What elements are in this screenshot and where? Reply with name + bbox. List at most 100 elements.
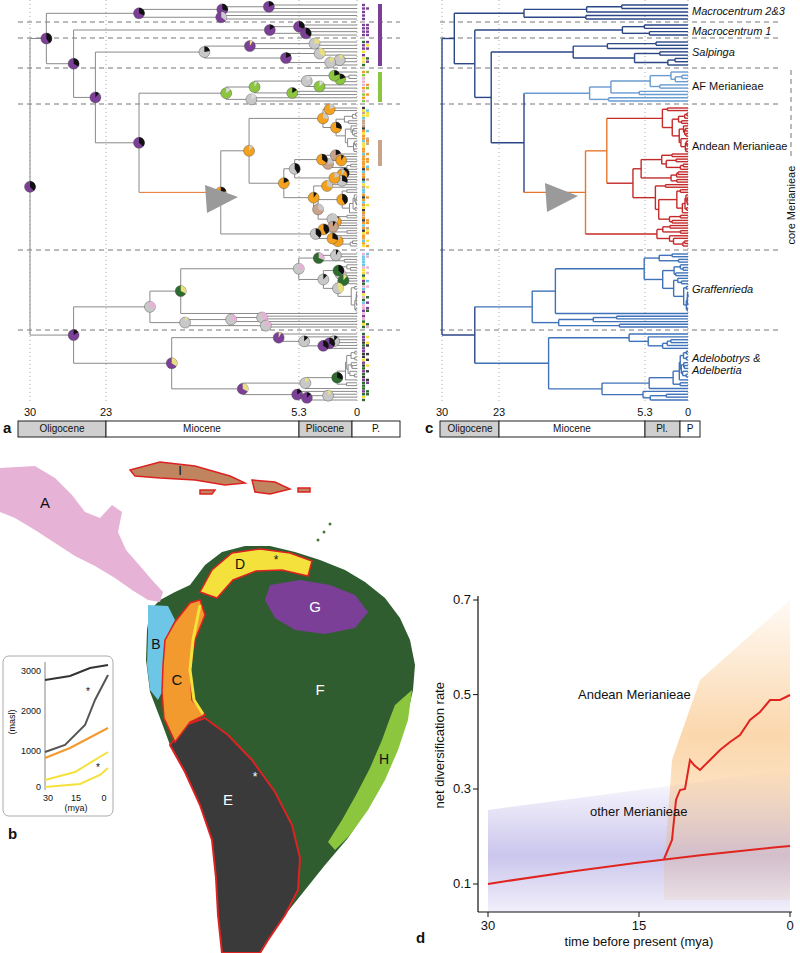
ancestral-pie bbox=[134, 137, 145, 148]
tip-area bbox=[362, 155, 365, 157]
tree-branch bbox=[347, 230, 357, 231]
tip-area bbox=[366, 253, 369, 255]
pie-wedge bbox=[243, 383, 248, 391]
pie-wedge bbox=[334, 70, 339, 76]
ancestral-pie bbox=[332, 372, 343, 383]
tip-area bbox=[362, 217, 365, 219]
tip-area bbox=[362, 291, 365, 293]
tree-branch bbox=[683, 267, 688, 268]
tree-branch bbox=[687, 199, 689, 200]
pie-wedge bbox=[320, 48, 325, 57]
tree-branch bbox=[622, 8, 688, 9]
tip-area bbox=[362, 301, 365, 303]
tree-branch bbox=[673, 384, 680, 385]
epoch-label: Miocene bbox=[183, 423, 221, 434]
tree-branch bbox=[679, 121, 682, 122]
tip-area bbox=[362, 367, 365, 369]
tip-area bbox=[362, 266, 365, 268]
pie-wedge bbox=[74, 58, 80, 66]
pie-wedge bbox=[338, 265, 344, 274]
tree-branch bbox=[649, 388, 688, 389]
group-label: core Merianieae bbox=[785, 166, 797, 245]
tree-branch bbox=[593, 317, 616, 318]
tree-branch bbox=[607, 44, 608, 49]
tip-area bbox=[362, 393, 365, 395]
tree-branch bbox=[243, 383, 306, 384]
tip-area bbox=[366, 222, 369, 224]
tree-branch bbox=[659, 255, 672, 256]
pie-wedge bbox=[226, 88, 230, 94]
tree-branch bbox=[686, 373, 688, 374]
tip-area bbox=[362, 196, 365, 198]
tree-branch bbox=[686, 203, 688, 204]
ancestral-pie bbox=[280, 53, 291, 64]
tree-branch bbox=[634, 54, 635, 63]
tree-branch bbox=[354, 195, 355, 201]
ancestral-pie bbox=[324, 104, 335, 115]
ancestral-pie bbox=[313, 253, 324, 264]
region-c bbox=[162, 600, 205, 742]
pie-wedge bbox=[269, 1, 274, 7]
tip-area bbox=[362, 359, 365, 361]
tree-branch bbox=[683, 371, 688, 372]
tree-branch bbox=[687, 204, 689, 205]
tip-area bbox=[362, 11, 365, 13]
tree-branch bbox=[353, 118, 357, 119]
tip-area bbox=[362, 148, 365, 150]
tip-area bbox=[362, 212, 365, 214]
tree-branch bbox=[355, 203, 357, 204]
axis-tick: 1000 bbox=[21, 746, 41, 756]
tree-branch bbox=[682, 78, 688, 79]
tree-branch bbox=[666, 394, 688, 395]
tree-branch bbox=[172, 388, 243, 389]
tree-branch bbox=[352, 243, 357, 244]
tree-branch bbox=[139, 17, 221, 18]
tip-area bbox=[362, 127, 365, 129]
tree-branch bbox=[491, 142, 524, 143]
tree-branch bbox=[669, 236, 670, 241]
tip-area bbox=[362, 84, 365, 86]
tree-branch bbox=[687, 294, 689, 295]
tree-branch bbox=[683, 375, 687, 376]
tree-branch bbox=[356, 115, 357, 116]
tree-branch bbox=[95, 52, 204, 53]
tree-branch bbox=[573, 45, 607, 46]
tip-area bbox=[362, 160, 365, 162]
tip-area bbox=[366, 359, 369, 361]
ancestral-pie bbox=[293, 263, 304, 274]
tree-branch bbox=[454, 63, 475, 64]
pie-wedge bbox=[336, 250, 339, 256]
ancestral-pie bbox=[278, 178, 289, 189]
tree-branch bbox=[345, 129, 346, 143]
tip-area bbox=[362, 232, 365, 234]
tip-area bbox=[362, 399, 365, 401]
tip-area bbox=[362, 312, 365, 314]
tip-area bbox=[362, 382, 365, 384]
tree-branch bbox=[74, 363, 172, 364]
ancestral-pie bbox=[333, 265, 344, 276]
tree-branch bbox=[673, 267, 674, 274]
clade-label: Macrocentrum 2&3 bbox=[692, 5, 785, 17]
tree-branch bbox=[680, 169, 688, 170]
ancestral-pie bbox=[249, 82, 260, 93]
tree-branch bbox=[555, 313, 688, 314]
tip-area bbox=[362, 143, 365, 145]
panel-letter: b bbox=[8, 826, 17, 843]
tree-branch bbox=[617, 315, 688, 316]
ancestral-pie bbox=[199, 47, 210, 58]
tree-branch bbox=[351, 362, 357, 363]
tip-area bbox=[366, 160, 369, 162]
tree-branch bbox=[671, 180, 677, 181]
tree-branch bbox=[355, 289, 357, 290]
axis-title: net diversification rate bbox=[433, 682, 448, 808]
epoch-label: Oligocene bbox=[39, 423, 84, 434]
tree-branch bbox=[315, 45, 357, 46]
tree-branch bbox=[686, 194, 688, 195]
tree-branch bbox=[204, 46, 249, 47]
tree-branch bbox=[347, 169, 357, 170]
pie-wedge bbox=[343, 275, 347, 281]
tree-branch bbox=[475, 97, 491, 98]
tree-branch bbox=[350, 270, 357, 271]
tree-branch bbox=[686, 146, 688, 147]
tree-branch bbox=[660, 51, 688, 52]
